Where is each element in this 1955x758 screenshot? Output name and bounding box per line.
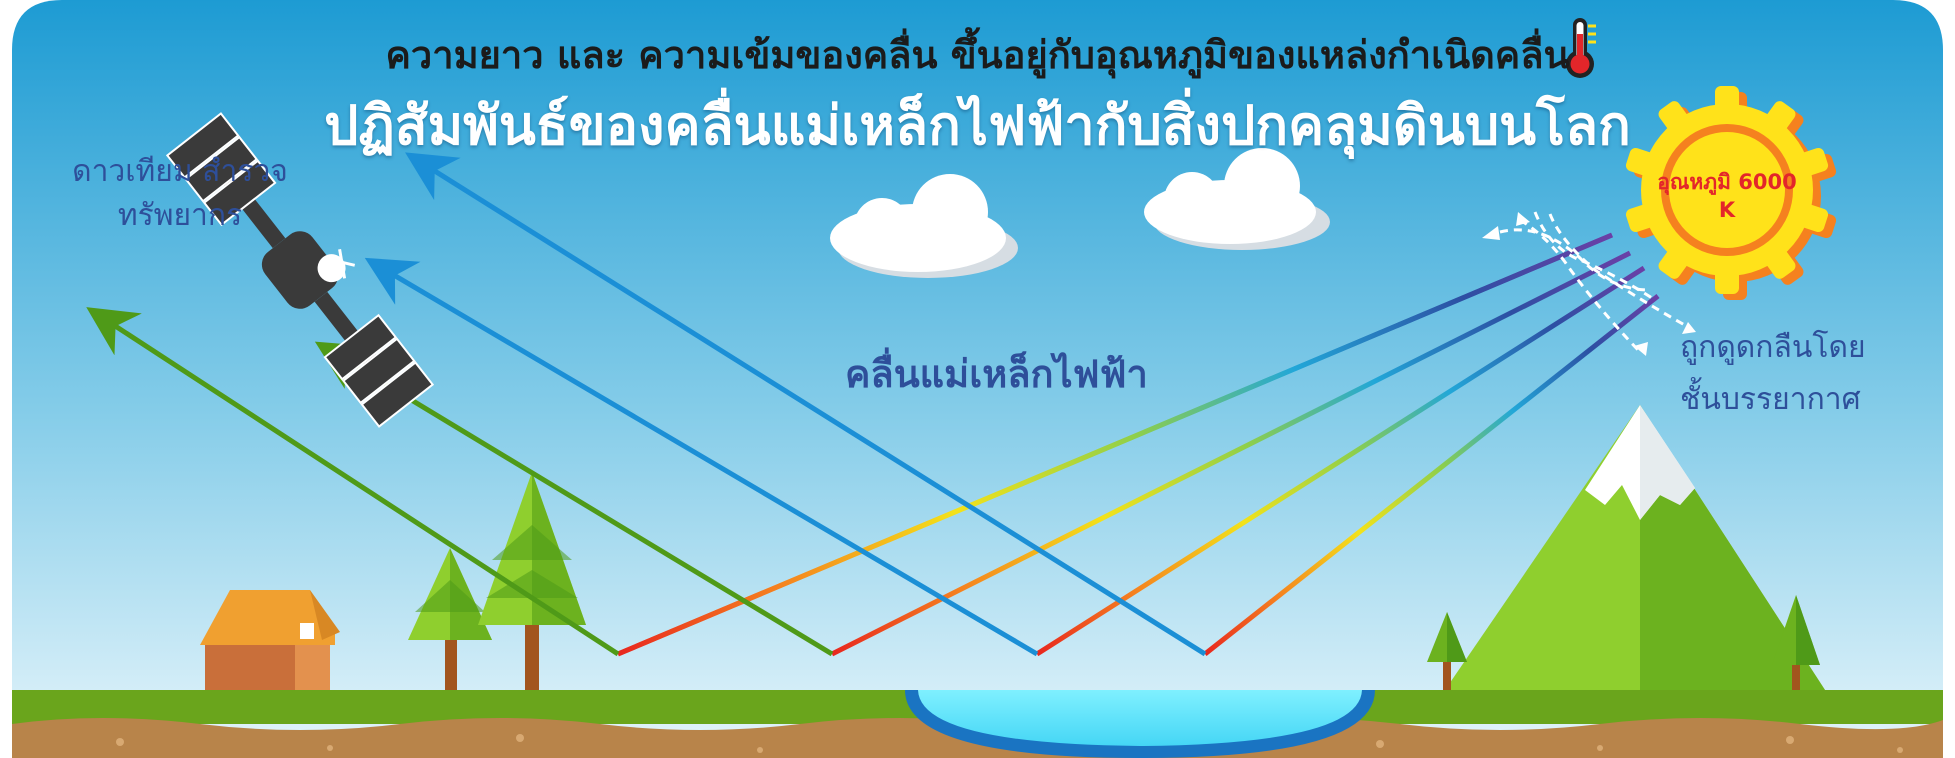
diagram-subtitle: ความยาว และ ความเข้มของคลื่น ขึ้นอยู่กับ…: [385, 33, 1570, 77]
soil-dots: [116, 734, 1903, 753]
cloud-icon: [1144, 148, 1330, 250]
lake-icon: [905, 690, 1375, 758]
incoming-ray: [1203, 294, 1660, 656]
diagram-title: ปฏิสัมพันธ์ของคลื่นแม่เหล็กไฟฟ้ากับสิ่งป…: [324, 94, 1631, 157]
absorbed-arrowheads: [1482, 212, 1696, 356]
reflected-ray-green: [314, 341, 834, 657]
sky-background: [12, 0, 1943, 758]
reflected-ray-blue: [405, 152, 1207, 657]
absorbed-label: ถูกดูดกลืนโดย ชั้นบรรยากาศ: [1680, 330, 1866, 417]
thermometer-icon: [1566, 18, 1596, 78]
tree-icon: [1427, 612, 1467, 690]
incoming-ray: [830, 250, 1632, 657]
mountain-icon: [1445, 405, 1825, 690]
incoming-ray: [1035, 265, 1646, 657]
incoming-ray: [617, 232, 1613, 657]
em-wave-label: คลื่นแม่เหล็กไฟฟ้า: [845, 352, 1148, 396]
satellite-label: ดาวเทียม สำรวจทรัพยากร: [72, 154, 288, 233]
house-icon: [200, 590, 340, 700]
tree-icon: [478, 472, 586, 700]
tree-icon: [1772, 595, 1820, 690]
reflected-ray-blue: [364, 257, 1039, 657]
cloud-icon: [830, 174, 1018, 278]
reflected-ray-green: [86, 307, 620, 657]
sun-icon: [1625, 86, 1837, 300]
absorbed-dashed-arrows: [1499, 211, 1691, 354]
sun-temperature-label: อุณหภูมิ 6000 K: [1657, 170, 1797, 222]
satellite-icon: [165, 112, 435, 428]
